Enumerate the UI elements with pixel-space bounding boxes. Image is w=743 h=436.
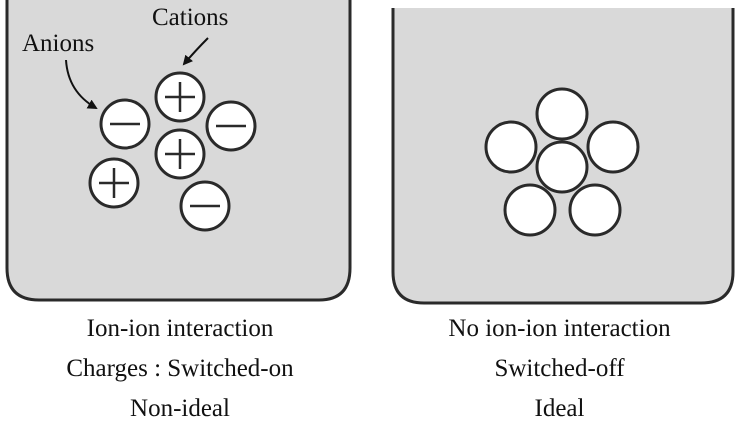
- anion-ion: [99, 98, 151, 150]
- left-caption-charges: Charges : Switched-on: [66, 355, 294, 382]
- neutral-particle: [586, 120, 640, 174]
- right-captions: No ion-ion interaction Switched-off Idea…: [376, 314, 743, 434]
- left-caption-ideality: Non-ideal: [130, 395, 230, 422]
- charged-ions-group: [88, 71, 257, 232]
- neutral-particle: [484, 120, 538, 174]
- neutral-particles-group: [484, 87, 640, 237]
- left-captions: Ion-ion interaction Charges : Switched-o…: [0, 314, 360, 434]
- left-caption-interaction: Ion-ion interaction: [86, 315, 274, 342]
- anion-ion: [205, 100, 257, 152]
- neutral-particle: [535, 87, 589, 141]
- neutral-particle: [535, 140, 589, 194]
- right-caption-ideality: Ideal: [534, 395, 585, 422]
- anion-ion: [179, 180, 231, 232]
- right-caption-charges: Switched-off: [494, 355, 625, 382]
- anions-arrow: [65, 59, 98, 109]
- neutral-particle: [503, 183, 557, 237]
- neutral-particle: [568, 183, 622, 237]
- cation-ion: [88, 157, 140, 209]
- right-caption-interaction: No ion-ion interaction: [448, 315, 671, 342]
- cation-ion: [154, 71, 206, 123]
- anions-label: Anions: [22, 30, 94, 57]
- cation-ion: [154, 128, 206, 180]
- cations-label: Cations: [152, 4, 228, 31]
- cations-arrow: [182, 37, 209, 66]
